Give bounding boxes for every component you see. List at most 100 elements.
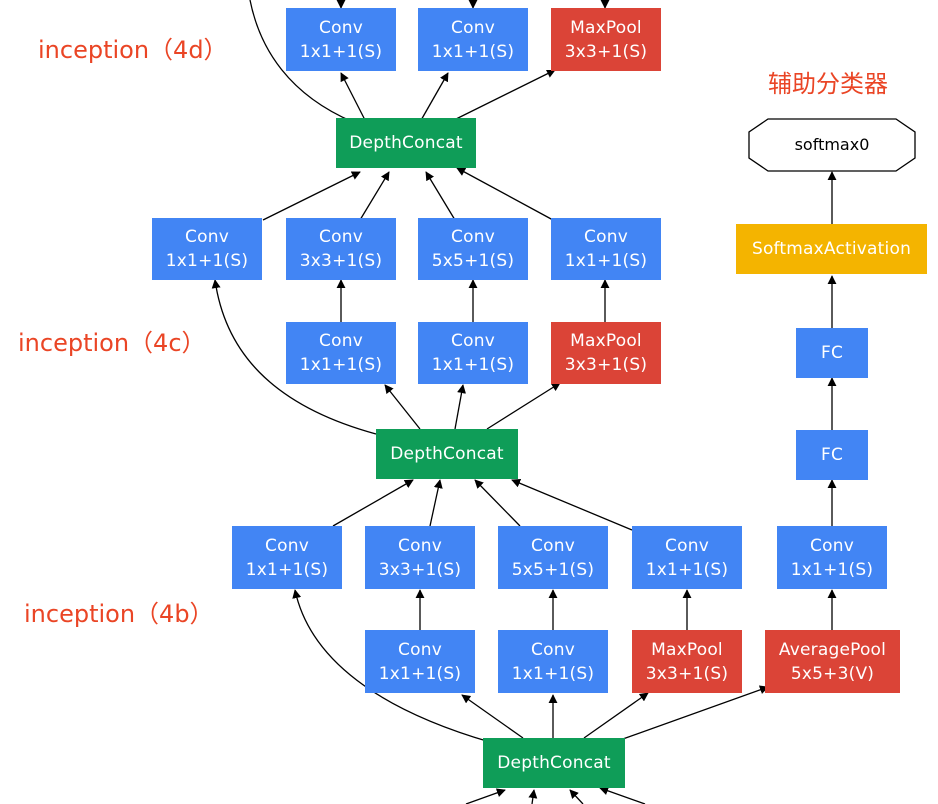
node-params: 1x1+1(S) bbox=[511, 663, 595, 684]
node-label: softmax0 bbox=[795, 135, 870, 154]
node-label: DepthConcat bbox=[390, 444, 504, 464]
node-c4c-conv1x1: Conv 1x1+1(S) bbox=[152, 218, 262, 280]
edge-concat4c-to-top-conv-a bbox=[340, 72, 367, 123]
node-params: 3x3+1(S) bbox=[378, 559, 462, 580]
label-inception-4c: inception（4c） bbox=[18, 329, 206, 357]
node-params: 1x1+1(S) bbox=[165, 251, 249, 271]
edge-concat4b-to-c4c-conv1x1 bbox=[211, 279, 377, 435]
edge-c4b-conv5x5-to-concat bbox=[474, 479, 521, 527]
node-concat-4c-out: DepthConcat bbox=[336, 118, 476, 168]
node-label: MaxPool bbox=[651, 639, 723, 660]
node-aux-fc1: FC bbox=[796, 430, 868, 480]
node-params: 1x1+1(S) bbox=[790, 559, 874, 580]
node-params: 1x1+1(S) bbox=[378, 663, 462, 684]
node-concat-4b-out: DepthConcat bbox=[376, 429, 518, 479]
node-params: 5x5+3(V) bbox=[790, 663, 875, 684]
node-label: SoftmaxActivation bbox=[751, 239, 912, 259]
node-label: Conv bbox=[398, 639, 442, 660]
edge-c4b-conv3x3-to-concat bbox=[429, 479, 443, 527]
node-c4c-conv3x3: Conv 3x3+1(S) bbox=[286, 218, 396, 280]
node-aux-avgpool: AveragePool 5x5+3(V) bbox=[765, 630, 900, 693]
node-params: 3x3+1(S) bbox=[299, 251, 383, 271]
node-label: Conv bbox=[319, 331, 363, 351]
edge-concat4a-to-c4b-conv1x1 bbox=[292, 589, 491, 743]
edge-in-concat4a-4 bbox=[599, 786, 646, 804]
edge-in-concat4a-2 bbox=[528, 789, 538, 804]
edge-c4b-conv1x1-to-concat bbox=[332, 479, 414, 527]
node-label: Conv bbox=[398, 535, 442, 556]
edge-concat4a-to-c4b-maxpool bbox=[583, 692, 649, 739]
node-c4c-maxpool: MaxPool 3x3+1(S) bbox=[551, 322, 661, 384]
node-c4c-reduce5: Conv 1x1+1(S) bbox=[418, 322, 528, 384]
node-label: Conv bbox=[531, 639, 575, 660]
edge-concat4c-to-top-conv-b bbox=[419, 72, 449, 123]
node-top-conv-b: Conv 1x1+1(S) bbox=[418, 8, 528, 71]
node-label: FC bbox=[820, 343, 844, 363]
node-label: Conv bbox=[665, 535, 709, 556]
node-c4b-pool-proj: Conv 1x1+1(S) bbox=[632, 526, 742, 589]
node-params: 1x1+1(S) bbox=[645, 559, 729, 580]
label-inception-4d: inception（4d） bbox=[38, 36, 228, 64]
node-c4c-pool-proj: Conv 1x1+1(S) bbox=[551, 218, 661, 280]
node-params: 1x1+1(S) bbox=[299, 41, 383, 62]
node-label: FC bbox=[820, 445, 844, 465]
edge-concat4c-to-top-maxpool bbox=[449, 69, 556, 123]
node-label: Conv bbox=[451, 17, 495, 38]
node-params: 1x1+1(S) bbox=[431, 41, 515, 62]
node-aux-conv: Conv 1x1+1(S) bbox=[777, 526, 887, 589]
node-label: Conv bbox=[319, 17, 363, 38]
edge-concat4b-to-c4c-reduce3 bbox=[384, 384, 421, 430]
node-label: Conv bbox=[531, 535, 575, 556]
edge-c4c-conv3x3-to-concat bbox=[359, 171, 390, 221]
edge-in-concat4a-3 bbox=[569, 789, 584, 804]
node-params: 1x1+1(S) bbox=[245, 559, 329, 580]
edge-4c-concat-to-4d-conv1x1 bbox=[249, 0, 354, 123]
node-params: 3x3+1(S) bbox=[645, 663, 729, 684]
edge-c4b-poolproj-to-concat bbox=[511, 478, 633, 531]
node-params: 1x1+1(S) bbox=[299, 355, 383, 375]
node-c4c-conv5x5: Conv 5x5+1(S) bbox=[418, 218, 528, 280]
node-label: Conv bbox=[185, 227, 229, 247]
node-label: Conv bbox=[810, 535, 854, 556]
label-inception-4b: inception（4b） bbox=[24, 600, 214, 628]
node-params: 5x5+1(S) bbox=[511, 559, 595, 580]
node-label: Conv bbox=[265, 535, 309, 556]
edge-concat4b-to-c4c-maxpool bbox=[486, 382, 561, 430]
edge-concat4a-to-aux-avgpool bbox=[619, 685, 769, 741]
node-label: MaxPool bbox=[570, 17, 642, 38]
node-c4b-maxpool: MaxPool 3x3+1(S) bbox=[632, 630, 742, 693]
node-top-conv-a: Conv 1x1+1(S) bbox=[286, 8, 396, 71]
node-label: DepthConcat bbox=[349, 133, 463, 153]
node-top-maxpool: MaxPool 3x3+1(S) bbox=[551, 8, 661, 71]
node-label: Conv bbox=[584, 227, 628, 247]
node-label: MaxPool bbox=[570, 331, 642, 351]
node-c4b-conv1x1: Conv 1x1+1(S) bbox=[232, 526, 342, 589]
node-c4b-reduce3: Conv 1x1+1(S) bbox=[365, 630, 475, 693]
edge-c4c-conv5x5-to-concat bbox=[425, 171, 456, 221]
edge-in-concat4a-1 bbox=[465, 788, 506, 804]
node-params: 3x3+1(S) bbox=[564, 41, 648, 62]
node-aux-fc2: FC bbox=[796, 328, 868, 378]
edge-concat4b-to-c4c-reduce5 bbox=[454, 384, 466, 430]
node-aux-softmax-activation: SoftmaxActivation bbox=[736, 224, 927, 274]
node-label: DepthConcat bbox=[497, 753, 611, 773]
node-c4b-conv3x3: Conv 3x3+1(S) bbox=[365, 526, 475, 589]
edge-concat4a-to-c4b-reduce3 bbox=[461, 694, 524, 739]
node-params: 1x1+1(S) bbox=[431, 355, 515, 375]
edge-c4c-conv1x1-to-concat bbox=[262, 171, 361, 221]
node-c4b-reduce5: Conv 1x1+1(S) bbox=[498, 630, 608, 693]
node-c4b-conv5x5: Conv 5x5+1(S) bbox=[498, 526, 608, 589]
node-label: Conv bbox=[451, 331, 495, 351]
node-label: Conv bbox=[451, 227, 495, 247]
edge-c4c-poolproj-to-concat bbox=[456, 167, 554, 221]
label-aux-classifier: 辅助分类器 bbox=[768, 70, 888, 98]
node-concat-4a-out: DepthConcat bbox=[483, 738, 625, 788]
node-label: AveragePool bbox=[778, 639, 887, 660]
node-params: 5x5+1(S) bbox=[431, 251, 515, 271]
node-params: 3x3+1(S) bbox=[564, 355, 648, 375]
node-c4c-reduce3: Conv 1x1+1(S) bbox=[286, 322, 396, 384]
node-label: Conv bbox=[319, 227, 363, 247]
node-params: 1x1+1(S) bbox=[564, 251, 648, 271]
